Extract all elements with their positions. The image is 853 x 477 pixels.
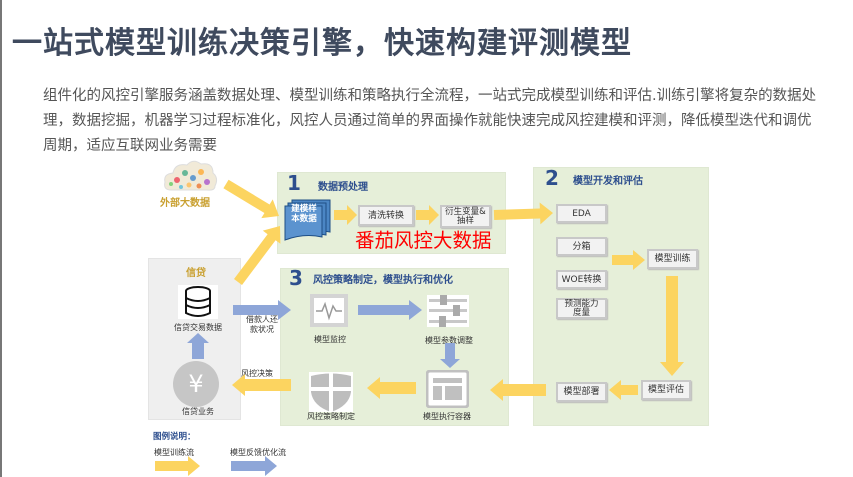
monitor-icon <box>310 294 348 327</box>
legend-train-flow-label: 模型训练流 <box>154 448 194 457</box>
arrow-external-to-stage1 <box>223 179 279 219</box>
predict-power-box: 预测能力度量 <box>556 298 607 319</box>
database-icon <box>178 285 218 319</box>
legend-title: 图例说明： <box>153 432 196 442</box>
external-data-label: 外部大数据 <box>160 198 210 209</box>
stage2-number: 2 <box>545 166 559 190</box>
description: 组件化的风控引擎服务涵盖数据处理、模型训练和策略执行全流程，一站式完成模型训练和… <box>43 88 817 154</box>
model-train-box: 模型训练 <box>647 249 698 269</box>
shield-icon <box>309 372 353 412</box>
monitor-label: 模型监控 <box>314 335 346 344</box>
stage1-title: 数据预处理 <box>318 182 368 193</box>
legend-feedback-flow-label: 模型反馈优化流 <box>230 448 286 457</box>
sample-data-stack-icon <box>284 199 331 241</box>
binning-box: 分箱 <box>556 237 607 256</box>
sample-data-label: 建模样本数据 <box>291 204 317 224</box>
credit-business-label: 信贷业务 <box>182 407 214 416</box>
parameter-tuning-icon <box>427 295 469 327</box>
yuan-symbol: ¥ <box>188 370 204 398</box>
legend-train-flow-arrow <box>155 456 200 476</box>
clean-transform-box: 清洗转换 <box>358 205 414 226</box>
decision-label: 风控决策 <box>241 369 273 378</box>
watermark: 番茄风控大数据 <box>355 229 492 252</box>
model-deploy-box: 模型部署 <box>556 382 607 402</box>
stage1-number: 1 <box>287 171 301 195</box>
execution-container-icon <box>426 370 469 408</box>
credit-db-label: 信贷交易数据 <box>174 323 222 332</box>
stage3-title: 风控策略制定，模型执行和优化 <box>313 275 453 286</box>
credit-title: 信贷 <box>186 268 206 279</box>
strategy-label: 风控策略制定 <box>307 412 355 421</box>
tuning-label: 模型参数调整 <box>425 336 473 345</box>
model-evaluate-box: 模型评估 <box>641 380 691 400</box>
derive-sample-box: 衍生变量&抽样 <box>440 205 491 228</box>
yuan-icon: ¥ <box>173 361 219 407</box>
legend-feedback-flow-arrow <box>231 456 277 476</box>
stage2-title: 模型开发和评估 <box>573 176 643 187</box>
left-border <box>0 0 2 477</box>
page-title: 一站式模型训练决策引擎，快速构建评测模型 <box>12 26 632 61</box>
woe-box: WOE转换 <box>556 270 607 289</box>
container-label: 模型执行容器 <box>423 412 471 421</box>
stage3-number: 3 <box>289 266 303 290</box>
repayment-label: 借款人还款状况 <box>246 315 278 334</box>
eda-box: EDA <box>556 204 607 223</box>
cloud-icon <box>164 160 218 191</box>
